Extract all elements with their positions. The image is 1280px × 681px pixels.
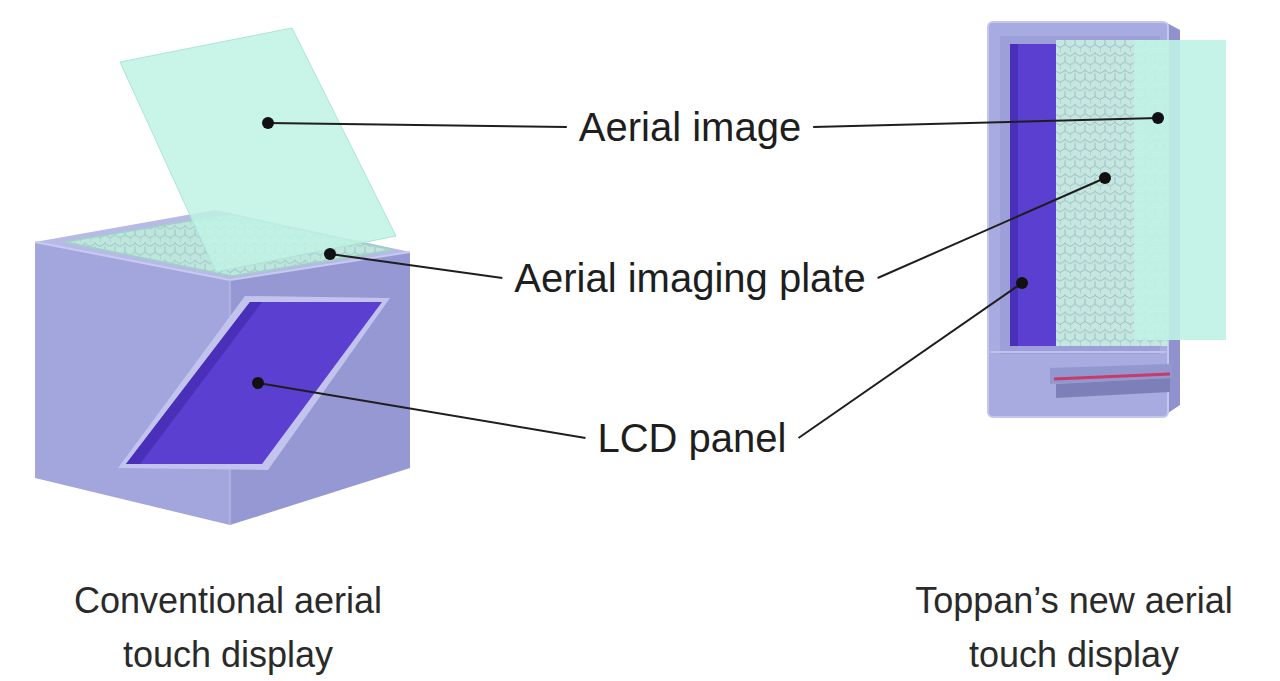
aerial-image-toppan bbox=[1134, 40, 1226, 340]
caption-label: Toppan’s new aerial touch display bbox=[874, 574, 1274, 681]
leader-dot bbox=[262, 117, 274, 129]
caption-label: Conventional aerial touch display bbox=[28, 574, 428, 681]
leader-line bbox=[813, 118, 1158, 127]
leader-line bbox=[799, 283, 1023, 438]
leader-line bbox=[258, 383, 585, 438]
leader-line bbox=[878, 178, 1105, 278]
aerial-image-conventional bbox=[120, 28, 396, 272]
lcd-panel-conventional bbox=[118, 296, 390, 470]
callout-label: LCD panel bbox=[597, 416, 786, 460]
leader-line bbox=[268, 123, 567, 127]
leader-dot bbox=[1152, 112, 1164, 124]
callout-label: Aerial image bbox=[579, 105, 801, 149]
leader-dot bbox=[1016, 277, 1028, 289]
leader-line bbox=[330, 254, 502, 278]
leader-dot bbox=[252, 377, 264, 389]
callout-label: Aerial imaging plate bbox=[514, 256, 865, 300]
leader-dot bbox=[1099, 172, 1111, 184]
lcd-panel-toppan bbox=[1010, 44, 1056, 346]
leader-dot bbox=[324, 248, 336, 260]
